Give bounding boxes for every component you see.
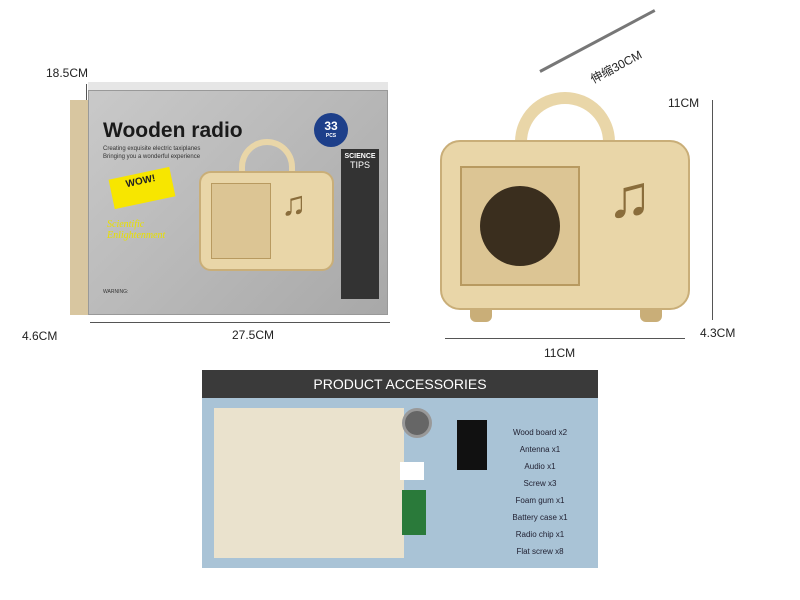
- wood-boards-image: [214, 408, 404, 558]
- accessory-item: Screw x3: [523, 479, 557, 488]
- fan-grille: [460, 166, 580, 286]
- box-side: [70, 100, 90, 315]
- accessory-item: Foam gum x1: [515, 496, 565, 505]
- fan-grille: [211, 183, 271, 259]
- handle: [239, 139, 295, 171]
- badge-unit: PCS: [325, 133, 337, 139]
- accessory-item: Radio chip x1: [515, 530, 565, 539]
- radio-chip-image: [402, 490, 426, 535]
- product-box: Wooden radio Creating exquisite electric…: [88, 90, 388, 315]
- radio-width-label: 11CM: [544, 346, 576, 360]
- radio-handle: [515, 92, 615, 146]
- battery-case-image: [457, 420, 487, 470]
- tagline: Scientific Enlightenment: [107, 219, 166, 241]
- accessory-item: Audio x1: [524, 462, 556, 471]
- music-note-icon: ♫: [607, 163, 652, 230]
- subtitle-line: Bringing you a wonderful experience: [103, 154, 201, 160]
- box-top: [88, 82, 388, 92]
- antenna-length-label: 伸缩30CM: [588, 47, 645, 87]
- radio-illustration: ♫: [199, 171, 334, 271]
- radio-depth-label: 4.3CM: [700, 326, 736, 340]
- wow-sticker: WOW!: [108, 166, 176, 210]
- dimension-line: [712, 100, 713, 320]
- accessory-item: Flat screw x8: [516, 547, 564, 556]
- radio-foot: [640, 308, 662, 322]
- accessories-panel: PRODUCT ACCESSORIES Wood board x2 Antenn…: [202, 370, 598, 568]
- dimension-line: [445, 338, 685, 339]
- subtitle-line: Creating exquisite electric taxiplanes: [103, 146, 201, 152]
- accessory-item: Antenna x1: [519, 445, 561, 454]
- tips-text: TIPS: [349, 160, 370, 170]
- music-note-icon: ♫: [281, 185, 307, 223]
- speaker-image: [402, 408, 432, 438]
- box-title: Wooden radio: [103, 119, 243, 142]
- wooden-radio: ♫: [440, 140, 690, 310]
- accessory-item: Wood board x2: [512, 428, 568, 437]
- radio-height-label: 11CM: [668, 96, 700, 110]
- dimension-line: [90, 322, 390, 323]
- radio-foot: [470, 308, 492, 322]
- accessories-title: PRODUCT ACCESSORIES: [202, 370, 598, 398]
- science-text: SCIENCE: [344, 153, 376, 160]
- box-width-label: 27.5CM: [232, 328, 275, 342]
- box-height-label: 18.5CM: [46, 66, 89, 80]
- accessory-item: Battery case x1: [512, 513, 568, 522]
- fan-icon: [480, 186, 560, 266]
- box-depth-label: 4.6CM: [22, 329, 58, 343]
- badge-count: 33: [324, 119, 338, 133]
- foam-gum-image: [400, 462, 424, 480]
- warning-text: WARNING:: [103, 289, 129, 295]
